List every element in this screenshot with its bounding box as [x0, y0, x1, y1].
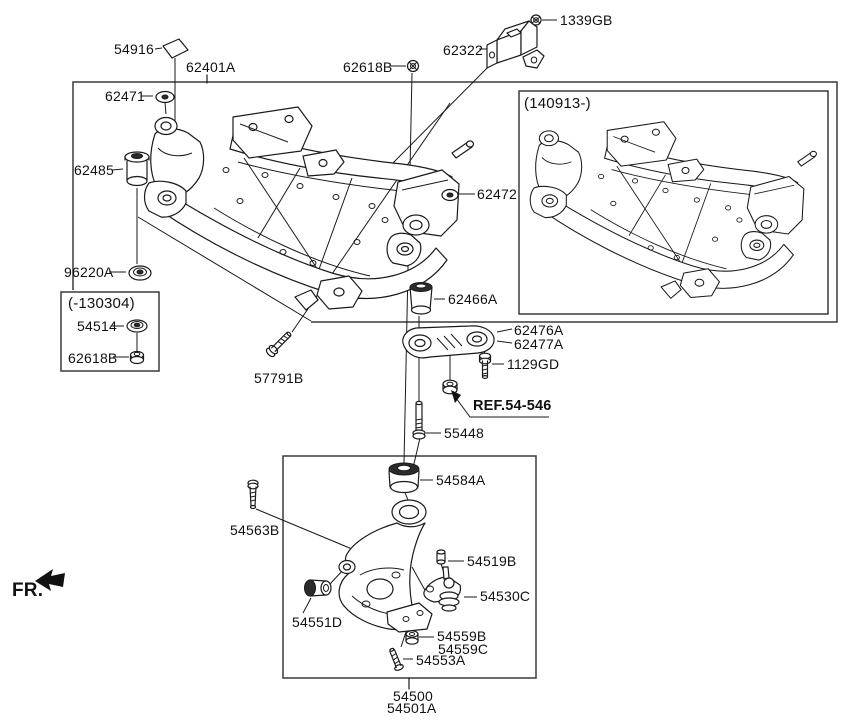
inset-range-note: (140913-) [524, 95, 591, 112]
label-dashes [109, 19, 557, 660]
nut-icon-ref [442, 379, 458, 395]
part-label-62466A: 62466A [448, 291, 498, 307]
washer-icon-62472 [441, 188, 459, 202]
part-label-54553A: 54553A [416, 652, 466, 668]
part-label-54519B: 54519B [467, 553, 517, 569]
washer-icon-96220A [128, 265, 152, 281]
bracket-icon [486, 20, 545, 69]
part-label-62476A: 62476A [514, 322, 564, 338]
bolt-icon-54563B [247, 479, 259, 510]
inset-variant-box [518, 90, 829, 315]
part-label-62322: 62322 [443, 42, 483, 58]
bolt-icon-54553A [389, 647, 404, 671]
part-label-1339GB: 1339GB [560, 12, 613, 28]
nut-icon-54559 [405, 630, 419, 645]
part-label-54584A: 54584A [436, 472, 486, 488]
ref-54-546-link[interactable]: REF.54-546 [473, 398, 552, 414]
part-label-54500: 54500 [393, 688, 433, 704]
main-assembly-box [72, 81, 838, 323]
stud-icon-54519B [436, 549, 446, 565]
part-label-54563B: 54563B [230, 522, 280, 538]
legacy-range-note: (-130304) [68, 295, 135, 312]
part-label-54530C: 54530C [480, 588, 531, 604]
bushing-icon-54584A [388, 462, 420, 494]
ref-arrow [451, 390, 549, 418]
shim-icon [162, 38, 189, 59]
part-label-54501A: 54501A [387, 700, 437, 716]
nut-icon-1339GB [530, 14, 542, 26]
ball-joint-icon-54530C [423, 566, 462, 612]
bolt-icon-55448 [412, 400, 426, 440]
bolt-icon-1129GD [478, 352, 492, 380]
bushing-icon-62466A [409, 282, 433, 315]
bolt-icon-62618B-top [406, 59, 420, 73]
washer-icon-62471 [155, 90, 175, 104]
fr-arrow-icon [35, 569, 65, 591]
part-label-1129GD: 1129GD [507, 356, 560, 372]
part-label-62477A: 62477A [514, 336, 564, 352]
bolt-icon-57791B [265, 331, 292, 358]
part-label-62485: 62485 [74, 162, 114, 178]
front-direction-label: FR. [12, 580, 44, 601]
part-label-54514: 54514 [77, 318, 117, 334]
part-label-62472: 62472 [477, 186, 517, 202]
part-label-54559C: 54559C [438, 641, 489, 657]
part-label-62471: 62471 [105, 88, 145, 104]
part-label-54559B: 54559B [437, 628, 487, 644]
control-arm-drawing [304, 462, 462, 671]
nut-icon-62618B-legacy [129, 350, 145, 365]
crossmember-inset-140913 [529, 121, 817, 299]
part-label-62401A: 62401A [186, 59, 236, 75]
crossmember-main [143, 106, 475, 311]
bushing-icon-62485 [124, 151, 150, 187]
washer-icon-54514 [126, 319, 148, 333]
part-label-57791B: 57791B [254, 370, 304, 386]
part-label-55448: 55448 [444, 425, 484, 441]
part-label-62618B-top: 62618B [343, 59, 393, 75]
legacy-variant-box [60, 291, 160, 372]
part-label-62618B-legacy: 62618B [68, 350, 118, 366]
part-label-54551D: 54551D [292, 614, 343, 630]
part-label-54916: 54916 [114, 41, 154, 57]
stay-bracket-icon [402, 325, 495, 359]
part-label-96220A: 96220A [64, 264, 114, 280]
bushing-icon-54551D [304, 579, 332, 597]
